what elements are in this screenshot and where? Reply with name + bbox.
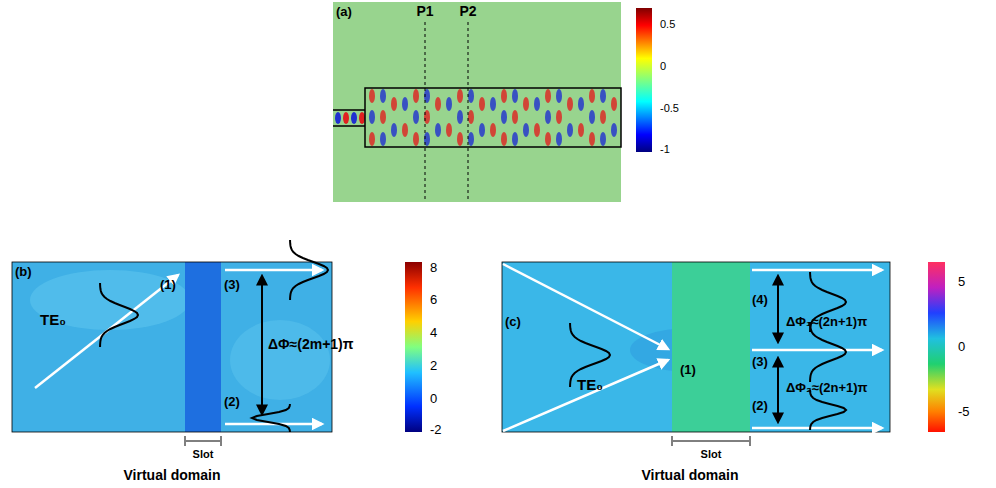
port-number: (1) xyxy=(160,278,176,292)
phase-label: ΔΦ₂≈(2n+1)π xyxy=(786,381,868,395)
slot-label: Slot xyxy=(193,448,214,460)
colorbar-tick: 2 xyxy=(430,359,437,373)
panel-label: (c) xyxy=(505,315,521,329)
colorbar-tick: 4 xyxy=(430,326,437,340)
mode-label: TE₀ xyxy=(40,312,66,329)
colorbar-tick: 0 xyxy=(660,60,666,72)
panel-label: (b) xyxy=(15,265,32,279)
mode-profile xyxy=(290,240,328,300)
colorbar-tick: 0 xyxy=(430,392,437,406)
colorbar-tick: -2 xyxy=(430,423,442,437)
colorbar-tick: 0.5 xyxy=(660,18,675,30)
panel-label: (a) xyxy=(336,5,352,19)
mode-label: TE₀ xyxy=(577,377,603,394)
port-number: (4) xyxy=(752,293,768,307)
port-number: (3) xyxy=(224,278,240,292)
colorbar-tick: 8 xyxy=(430,261,437,275)
phase-label: ΔΦ≈(2m+1)π xyxy=(268,337,353,352)
colorbar-tick: 5 xyxy=(958,275,965,289)
colorbar-tick: -0.5 xyxy=(660,102,679,114)
colorbar-tick: 6 xyxy=(430,293,437,307)
domain-label: Virtual domain xyxy=(642,468,739,483)
colorbar-tick: 0 xyxy=(958,340,965,354)
mode-profile xyxy=(252,404,290,432)
mode-profile xyxy=(810,322,846,382)
port-number: (2) xyxy=(224,395,240,409)
plane-label: P1 xyxy=(416,4,433,19)
colorbar-tick: -1 xyxy=(660,143,670,155)
domain-label: Virtual domain xyxy=(124,468,221,483)
slot-label: Slot xyxy=(701,448,722,460)
port-number: (1) xyxy=(680,363,696,377)
mode-profile xyxy=(810,390,846,430)
mode-profile xyxy=(100,283,138,347)
port-number: (2) xyxy=(752,399,768,413)
plane-label: P2 xyxy=(459,4,476,19)
phase-label: ΔΦ₁≈(2n+1)π xyxy=(786,315,867,329)
port-number: (3) xyxy=(752,355,768,369)
colorbar-tick: -5 xyxy=(958,405,970,419)
